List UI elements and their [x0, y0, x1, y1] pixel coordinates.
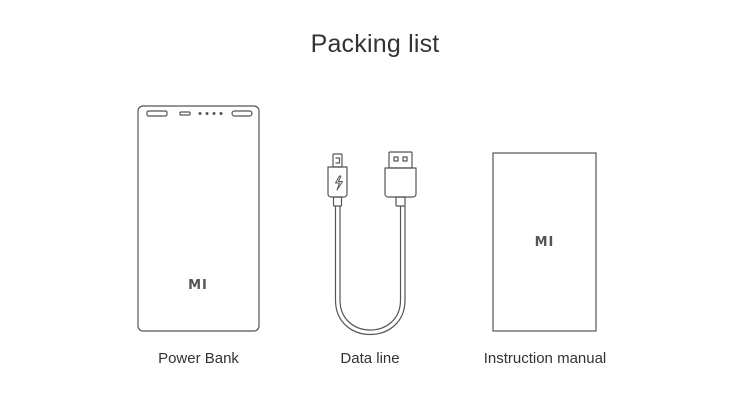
- micro-usb-tip: [332, 153, 343, 168]
- led-indicator-icon: [205, 111, 209, 115]
- instruction-manual-illustration: [492, 152, 597, 332]
- usb-a-housing: [384, 167, 417, 198]
- power-bank-illustration: [137, 105, 260, 332]
- manual-booklet: [492, 152, 597, 332]
- micro-usb-housing: [327, 166, 348, 198]
- usb-a-tip: [388, 151, 413, 169]
- led-indicator-icon: [212, 111, 216, 115]
- instruction-manual-label: Instruction manual: [483, 350, 607, 367]
- micro-usb-port-icon: [179, 111, 191, 116]
- manual-logo: MI: [535, 235, 555, 250]
- power-bank-logo: MI: [188, 278, 208, 293]
- power-bank-body: [137, 105, 260, 332]
- led-indicator-icon: [198, 111, 202, 115]
- page-title: Packing list: [310, 30, 440, 58]
- usb-port-icon: [146, 110, 168, 117]
- data-line-illustration: [327, 151, 417, 335]
- power-button-icon: [231, 110, 253, 117]
- cable: [334, 206, 406, 335]
- led-indicator-icon: [219, 111, 223, 115]
- lightning-icon: [335, 175, 343, 191]
- power-bank-label: Power Bank: [158, 350, 239, 367]
- data-line-label: Data line: [340, 350, 400, 367]
